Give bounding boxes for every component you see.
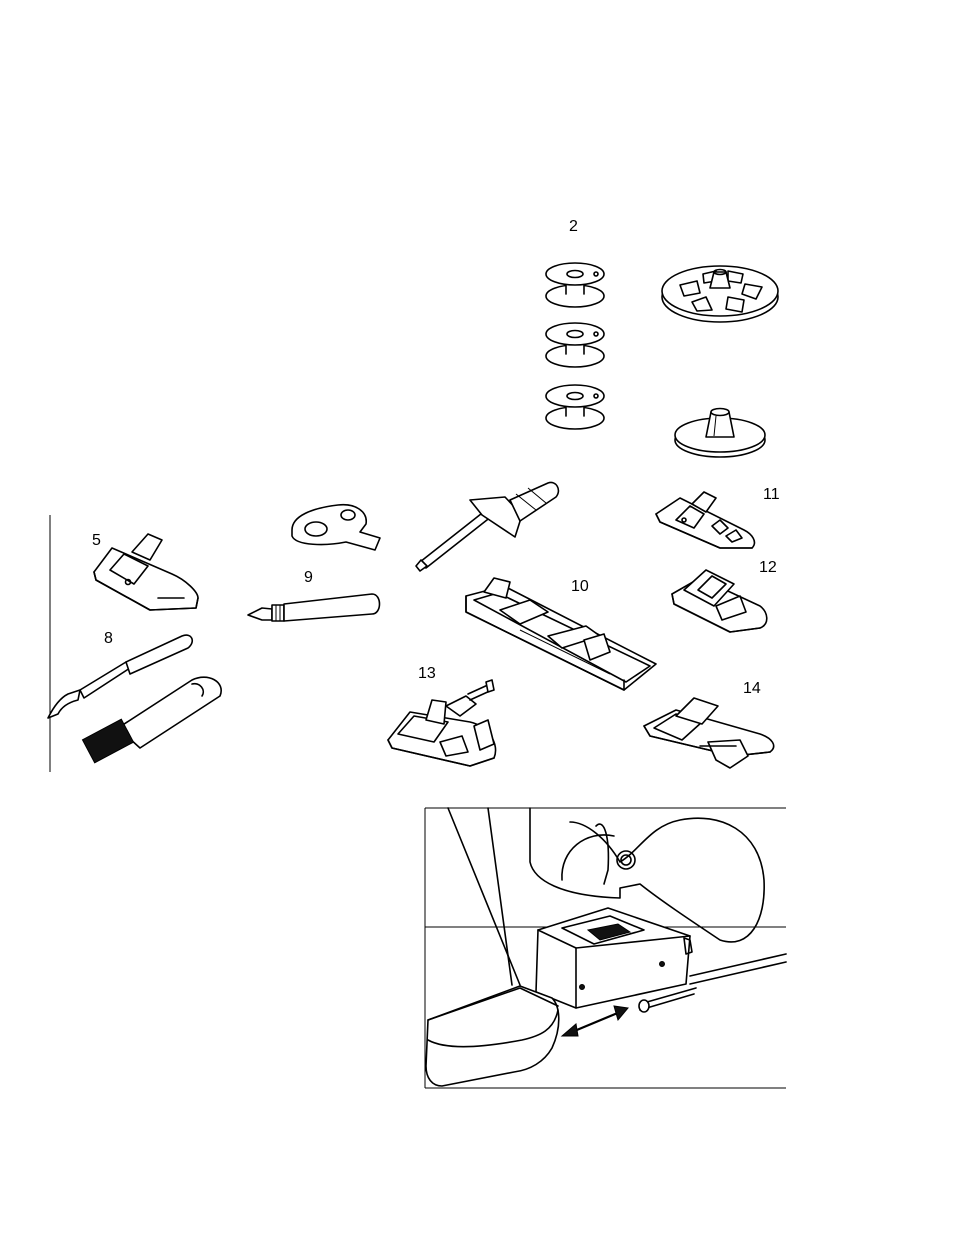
small-spool-cap-icon: [675, 409, 765, 458]
key-icon: [292, 505, 380, 550]
buttonhole-foot-icon: [466, 578, 656, 690]
presser-foot-5-icon: [94, 534, 198, 610]
machine-extension-table-illustration: [425, 808, 786, 1088]
presser-foot-11-icon: [656, 492, 754, 548]
bobbin-icon: [546, 263, 604, 307]
brush-icon: [82, 677, 221, 763]
presser-foot-12-icon: [672, 570, 767, 632]
presser-foot-14-icon: [644, 698, 774, 768]
screwdriver-icon: [416, 482, 558, 571]
oil-pen-icon: [248, 594, 380, 621]
large-spool-cap-icon: [662, 266, 778, 322]
bobbin-icon: [546, 385, 604, 429]
presser-foot-13-icon: [388, 680, 496, 766]
bobbin-icon: [546, 323, 604, 367]
